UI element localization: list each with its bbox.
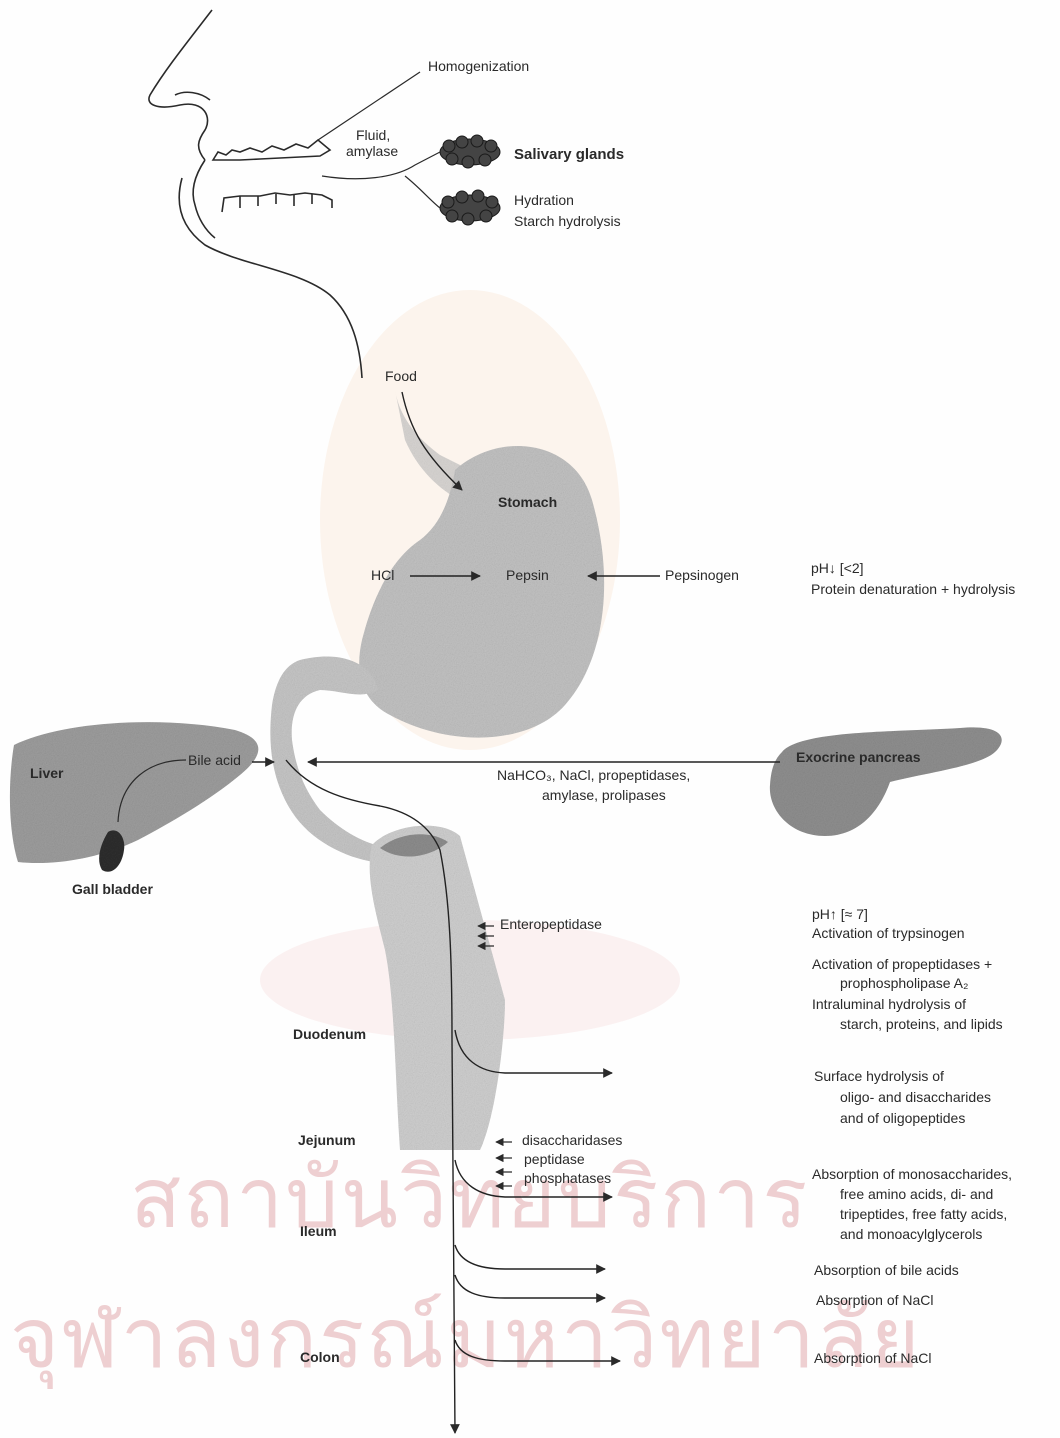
- gall-bladder-label: Gall bladder: [72, 881, 153, 898]
- oligopeptides-note: and of oligopeptides: [840, 1110, 965, 1127]
- oligo-disaccharides-note: oligo- and disaccharides: [840, 1089, 991, 1106]
- free-amino-note: free amino acids, di- and: [840, 1186, 993, 1203]
- pancreas-drawing: [770, 727, 1002, 836]
- pancreas-secretions-2: amylase, prolipases: [542, 787, 666, 804]
- absorption-nacl-note-1: Absorption of NaCl: [816, 1292, 934, 1309]
- bile-acid-label: Bile acid: [188, 752, 241, 769]
- phosphatases-label: phosphatases: [524, 1170, 611, 1187]
- peptidase-label: peptidase: [524, 1151, 585, 1168]
- prophospholipase-note: prophospholipase A₂: [840, 975, 968, 992]
- starch-proteins-lipids-note: starch, proteins, and lipids: [840, 1016, 1003, 1033]
- liver-label: Liver: [30, 765, 63, 782]
- duodenum-label: Duodenum: [293, 1026, 366, 1043]
- amylase-label: amylase: [346, 143, 398, 160]
- monoacyl-note: and monoacylglycerols: [840, 1226, 982, 1243]
- disaccharidases-label: disaccharidases: [522, 1132, 622, 1149]
- absorption-nacl-note-2: Absorption of NaCl: [814, 1350, 932, 1367]
- hcl-label: HCl: [371, 567, 394, 584]
- salivary-glands-drawing: [440, 135, 500, 225]
- pepsinogen-label: Pepsinogen: [665, 567, 739, 584]
- surface-hydrolysis-note: Surface hydrolysis of: [814, 1068, 944, 1085]
- hydration-label: Hydration: [514, 192, 574, 209]
- face-profile: [149, 10, 362, 378]
- exocrine-pancreas-label: Exocrine pancreas: [796, 749, 921, 766]
- stomach-action-note: Protein denaturation + hydrolysis: [811, 581, 1015, 598]
- food-label: Food: [385, 368, 417, 385]
- starch-hydrolysis-label: Starch hydrolysis: [514, 213, 621, 230]
- activation-propeptidases-note: Activation of propeptidases +: [812, 956, 992, 973]
- intraluminal-note: Intraluminal hydrolysis of: [812, 996, 966, 1013]
- colon-label: Colon: [300, 1349, 340, 1366]
- absorption-mono-note: Absorption of monosaccharides,: [812, 1166, 1012, 1183]
- jejunum-label: Jejunum: [298, 1132, 356, 1149]
- salivary-glands-label: Salivary glands: [514, 146, 624, 163]
- liver-drawing: [10, 722, 258, 872]
- pepsin-label: Pepsin: [506, 567, 549, 584]
- tripeptides-note: tripeptides, free fatty acids,: [840, 1206, 1007, 1223]
- ileum-label: Ileum: [300, 1223, 337, 1240]
- fluid-label: Fluid,: [356, 127, 390, 144]
- pancreas-secretions-1: NaHCO₃, NaCl, propeptidases,: [497, 767, 690, 784]
- intestine-ph-note: pH↑ [≈ 7]: [812, 906, 868, 923]
- absorption-bile-note: Absorption of bile acids: [814, 1262, 959, 1279]
- enteropeptidase-label: Enteropeptidase: [500, 916, 602, 933]
- activation-trypsinogen-note: Activation of trypsinogen: [812, 925, 965, 942]
- stomach-label: Stomach: [498, 494, 557, 511]
- stomach-ph-note: pH↓ [<2]: [811, 560, 864, 577]
- homogenization-label: Homogenization: [428, 58, 529, 75]
